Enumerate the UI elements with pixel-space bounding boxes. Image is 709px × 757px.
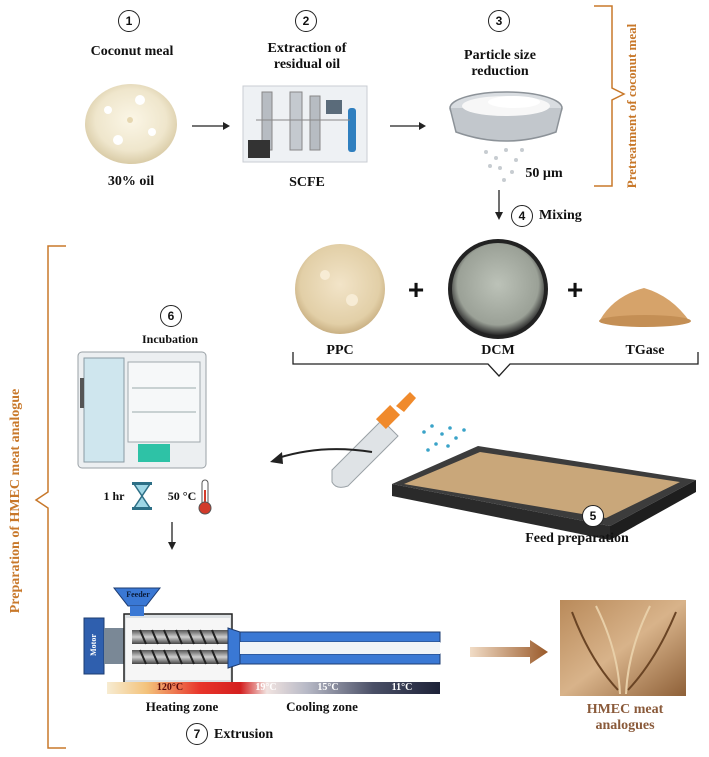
- step-7-badge: 7: [186, 723, 208, 745]
- ppc-label: PPC: [326, 343, 354, 358]
- step-1-badge: 1: [118, 10, 140, 32]
- tgase-label: TGase: [625, 343, 665, 358]
- feed-tray-image: [392, 446, 696, 540]
- particle-size-label: Particle size reduction: [464, 48, 536, 79]
- feed-preparation-label: Feed preparation: [525, 531, 629, 546]
- meat-analogue-image: [560, 600, 686, 696]
- sieve-image: [449, 91, 563, 182]
- extraction-label: Extraction of residual oil: [267, 41, 347, 72]
- mixing-label: Mixing: [539, 208, 582, 223]
- step-2-badge: 2: [295, 10, 317, 32]
- oil-content-label: 30% oil: [107, 174, 155, 189]
- plus-sign-2: +: [566, 274, 584, 305]
- mixing-bracket: [292, 352, 699, 377]
- temp-zone-4: 11°C: [391, 682, 413, 693]
- spray-bottle-image: [331, 392, 416, 488]
- incubation-time: 1 hr: [103, 489, 125, 503]
- step-4-badge: 4: [511, 205, 533, 227]
- heating-zone-label: Heating zone: [145, 699, 219, 714]
- cooling-zone-label: Cooling zone: [286, 699, 358, 714]
- pretreatment-bracket: [594, 5, 626, 187]
- pretreatment-label: Pretreatment of coconut meal: [624, 23, 639, 189]
- thermometer-icon: [198, 479, 212, 515]
- step-5-badge: 5: [582, 505, 604, 527]
- extrusion-label: Extrusion: [214, 727, 274, 742]
- incubation-label: Incubation: [141, 332, 199, 346]
- product-label: HMEC meat analogues: [586, 702, 664, 733]
- particle-size-value: 50 µm: [525, 166, 563, 181]
- dcm-label: DCM: [481, 343, 515, 358]
- temp-zone-1: 120°C: [156, 682, 184, 693]
- motor-label: Motor: [89, 634, 98, 656]
- incubation-temperature: 50 °C: [167, 489, 197, 503]
- preparation-label: Preparation of HMEC meat analogue: [8, 388, 23, 614]
- step-6-badge: 6: [160, 305, 182, 327]
- temp-zone-3: 15°C: [317, 682, 339, 693]
- feeder-label: Feeder: [126, 590, 150, 599]
- ppc-image: [295, 244, 385, 334]
- temp-zone-2: 19°C: [255, 682, 277, 693]
- spray-droplets: [422, 424, 466, 452]
- tgase-image: [599, 288, 691, 327]
- temperature-bar: [107, 682, 440, 694]
- dcm-image: [448, 239, 548, 339]
- hourglass-icon: [132, 482, 152, 510]
- step-3-badge: 3: [488, 10, 510, 32]
- coconut-meal-image: [85, 84, 177, 164]
- plus-sign-1: +: [407, 274, 425, 305]
- coconut-meal-label: Coconut meal: [90, 44, 174, 59]
- scfe-label: SCFE: [289, 175, 325, 190]
- preparation-bracket: [34, 245, 66, 749]
- incubator-image: [77, 351, 207, 469]
- scfe-equipment-image: [242, 85, 368, 163]
- arrow-to-incubation: [277, 448, 373, 459]
- arrow-to-product: [470, 640, 548, 664]
- extruder-image: [83, 587, 441, 685]
